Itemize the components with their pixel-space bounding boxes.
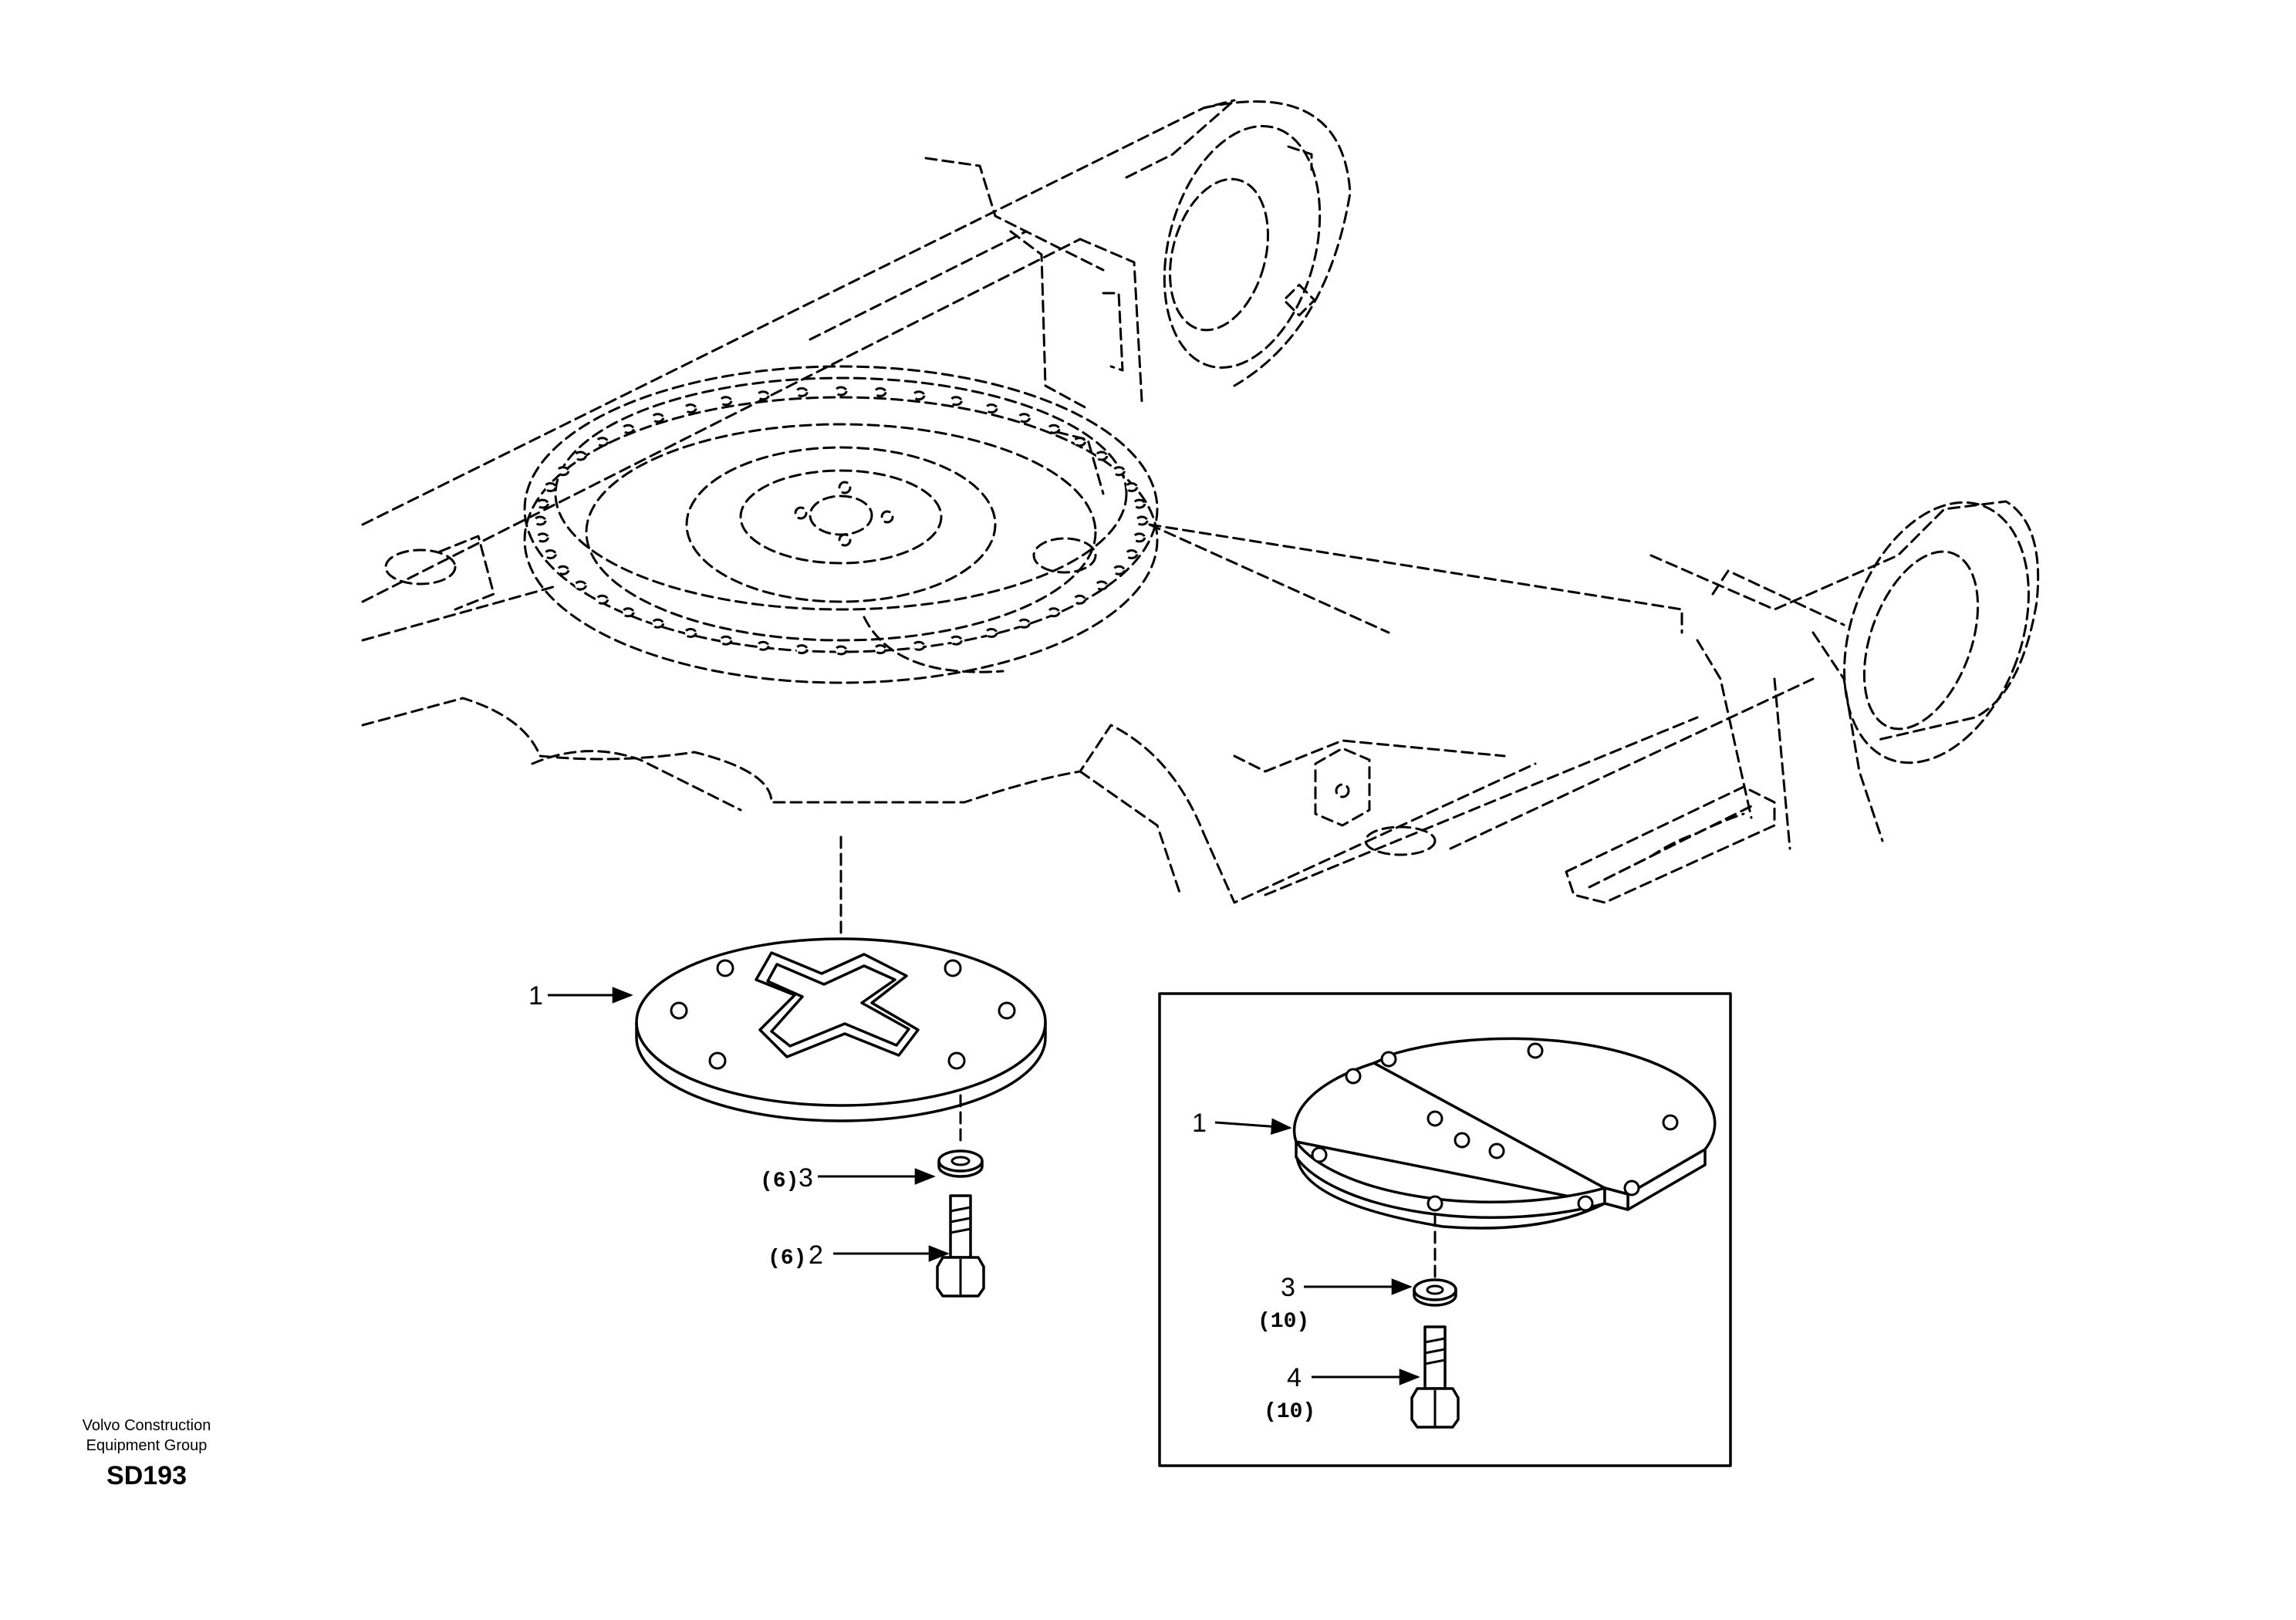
bolt-hole [1125, 549, 1139, 559]
inset-callout-bolt-qty: (10) [1264, 1400, 1315, 1424]
bolt-hole [756, 640, 770, 651]
bolt-hole [1017, 618, 1031, 629]
bolt-hole [543, 482, 557, 492]
washer-icon [937, 1149, 984, 1178]
inset-callout-washer-number: 3 [1281, 1273, 1295, 1302]
arrow-icon [1214, 1118, 1292, 1136]
bolt-hole [834, 645, 848, 656]
bolt-hole [543, 549, 557, 559]
cover-plate-icon [635, 937, 1047, 1147]
bolt-hole [651, 413, 665, 424]
bolt-hole [1135, 515, 1149, 526]
bolt-icon [936, 1194, 985, 1298]
inset-callout-plate-number: 1 [1192, 1109, 1207, 1138]
bolt-hole [573, 451, 587, 461]
callout-plate-number: 1 [528, 981, 543, 1011]
callout-bolt-qty: (6) [768, 1247, 806, 1271]
bolt-hole [1112, 565, 1126, 575]
bolt-hole [912, 390, 926, 401]
detail-inset: 1 3 (10) 4 (10) [1158, 992, 1732, 1467]
bolt-hole [651, 618, 665, 629]
washer-icon [1413, 1278, 1457, 1307]
bolt-hole [795, 386, 809, 397]
bolt-hole [1072, 594, 1086, 605]
bolt-hole [684, 403, 697, 413]
bolt-hole [949, 396, 963, 407]
bolt-hole [984, 628, 998, 638]
bolt-hole [535, 532, 549, 543]
inset-callout-washer-qty: (10) [1258, 1310, 1309, 1334]
footer: Volvo Construction Equipment Group SD193 [46, 1416, 247, 1496]
bolt-hole [556, 565, 570, 575]
bolt-hole [1047, 607, 1061, 618]
bolt-hole [1095, 580, 1109, 591]
bolt-hole [1125, 482, 1139, 492]
bolt-hole [596, 594, 609, 605]
bolt-hole [1072, 437, 1086, 447]
bolt-hole [596, 437, 609, 447]
bolt-icon [1410, 1325, 1460, 1429]
split-cover-plate-icon [1292, 1037, 1717, 1278]
bearing-bolt-holes [533, 386, 1149, 656]
bolt-hole [984, 403, 998, 413]
bolt-hole [1047, 424, 1061, 434]
callout-bolt-number: 2 [809, 1240, 823, 1270]
inset-callout-bolt-number: 4 [1287, 1363, 1302, 1392]
bolt-hole [1133, 498, 1146, 509]
bolt-hole [533, 515, 547, 526]
callout-washer-qty: (6) [760, 1169, 799, 1193]
bolt-hole [719, 396, 733, 407]
undercarriage-frame [361, 99, 2040, 958]
bolt-hole [1017, 413, 1031, 424]
bolt-hole [795, 644, 809, 655]
company-name-line-1: Volvo Construction [82, 1417, 211, 1434]
bolt-hole [1112, 466, 1126, 477]
bolt-hole [573, 580, 587, 591]
bolt-hole [834, 386, 848, 397]
bolt-hole [621, 424, 635, 434]
bolt-hole [873, 644, 887, 655]
company-name-line-2: Equipment Group [86, 1437, 208, 1454]
bolt-hole [756, 390, 770, 401]
drawing-code: SD193 [106, 1461, 187, 1490]
bolt-hole [873, 386, 887, 397]
bolt-hole [719, 635, 733, 646]
callout-washer-number: 3 [799, 1163, 813, 1193]
bolt-hole [556, 466, 570, 477]
bolt-hole [1095, 451, 1109, 461]
bolt-hole [621, 607, 635, 618]
bolt-hole [949, 635, 963, 646]
bolt-hole [684, 628, 697, 638]
bolt-hole [912, 640, 926, 651]
bolt-hole [1133, 532, 1146, 543]
bolt-hole [535, 498, 549, 509]
